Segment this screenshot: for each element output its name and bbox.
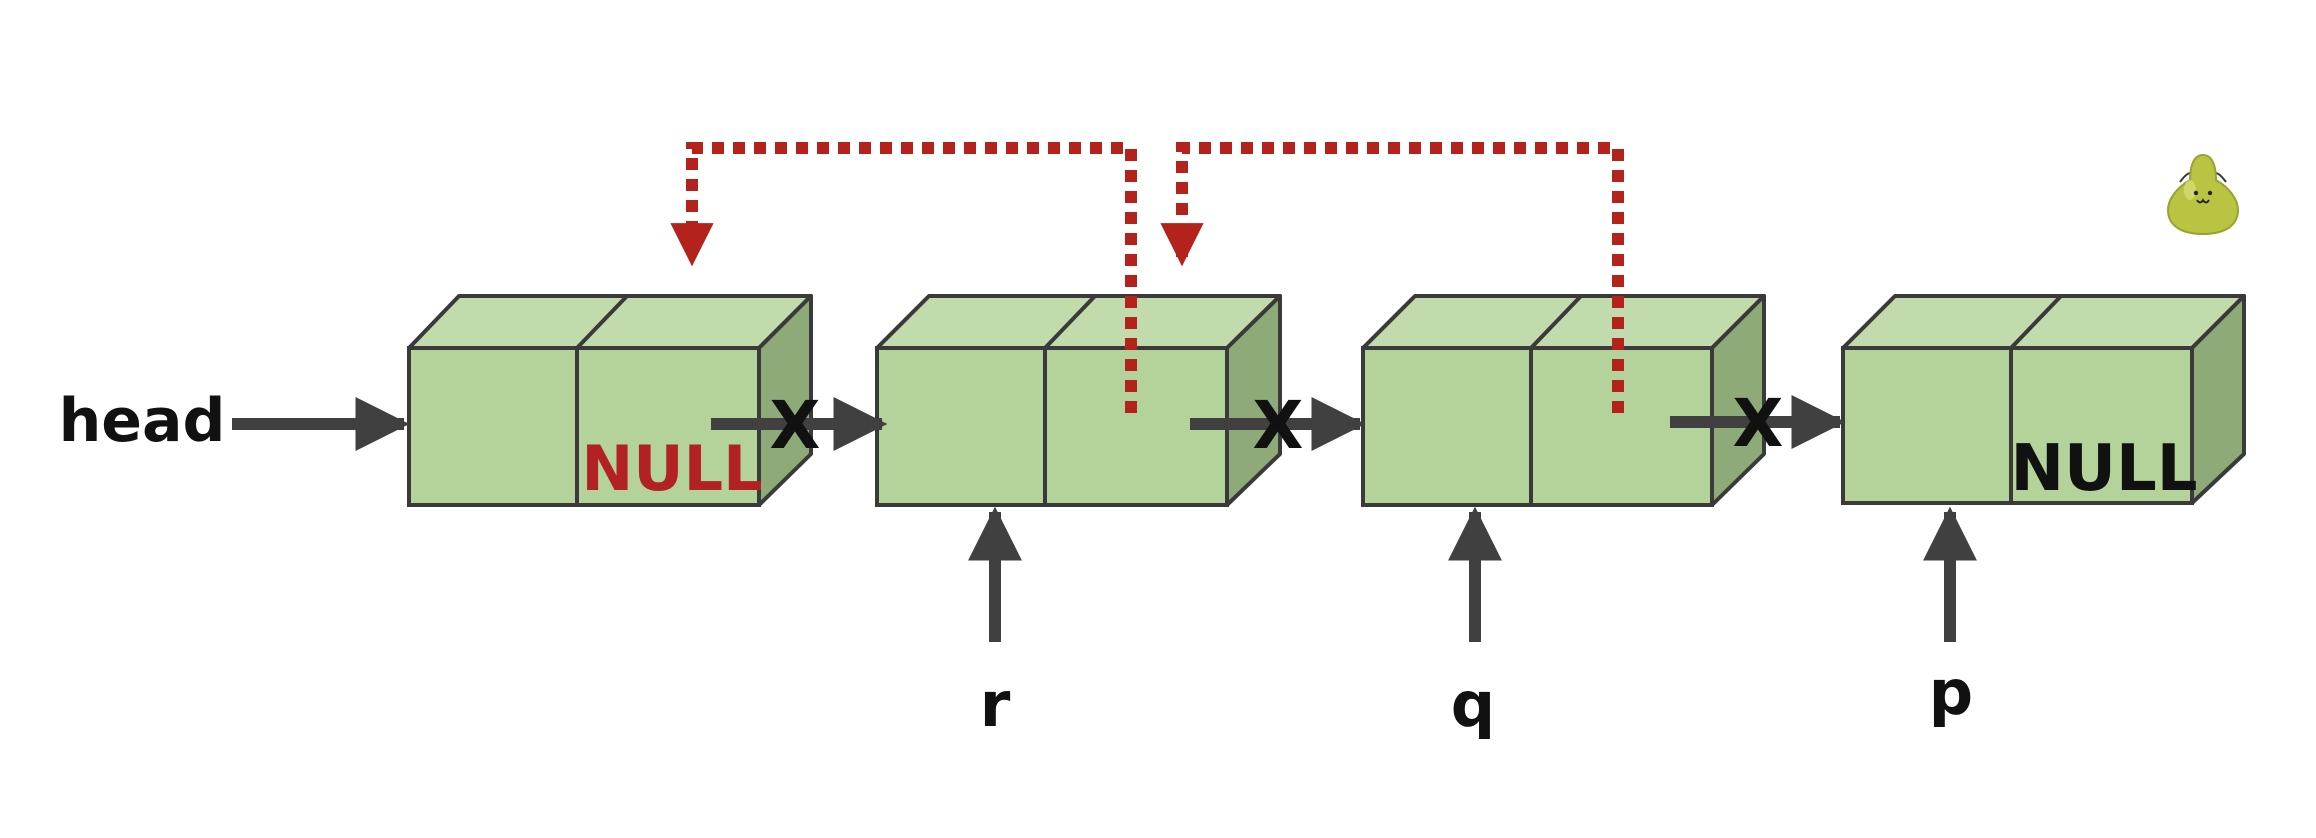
head-label: head bbox=[59, 386, 226, 456]
pear-icon bbox=[2166, 153, 2240, 236]
list-node-2 bbox=[875, 294, 1282, 507]
node-4-next-null-label: NULL bbox=[2010, 432, 2197, 506]
r-pointer-label: r bbox=[980, 668, 1011, 741]
node-2-data-cell bbox=[875, 346, 1047, 507]
node-1-data-cell bbox=[407, 346, 579, 507]
cut-mark-2: X bbox=[1253, 387, 1304, 464]
node-2-top-face bbox=[875, 294, 1282, 350]
node-4-data-cell bbox=[1841, 346, 2013, 505]
q-pointer-label: q bbox=[1451, 668, 1495, 741]
list-node-4: NULL bbox=[1841, 294, 2246, 506]
node-1-top-face bbox=[407, 294, 813, 350]
list-node-3 bbox=[1361, 294, 1766, 507]
reverse-link-node-3-to-node-2 bbox=[1160, 142, 1624, 413]
cut-mark-3: X bbox=[1733, 385, 1784, 462]
node-3-data-cell bbox=[1361, 346, 1533, 507]
list-node-1: NULL bbox=[407, 294, 813, 507]
node-4-next-cell bbox=[2009, 346, 2194, 505]
node-3-top-face bbox=[1361, 294, 1766, 350]
reverse-link-node-2-to-node-1 bbox=[670, 142, 1137, 413]
node-4-top-face bbox=[1841, 294, 2246, 350]
node-1-next-null-label: NULL bbox=[581, 432, 762, 505]
p-pointer-label: p bbox=[1929, 656, 1973, 729]
cut-mark-1: X bbox=[770, 387, 821, 464]
